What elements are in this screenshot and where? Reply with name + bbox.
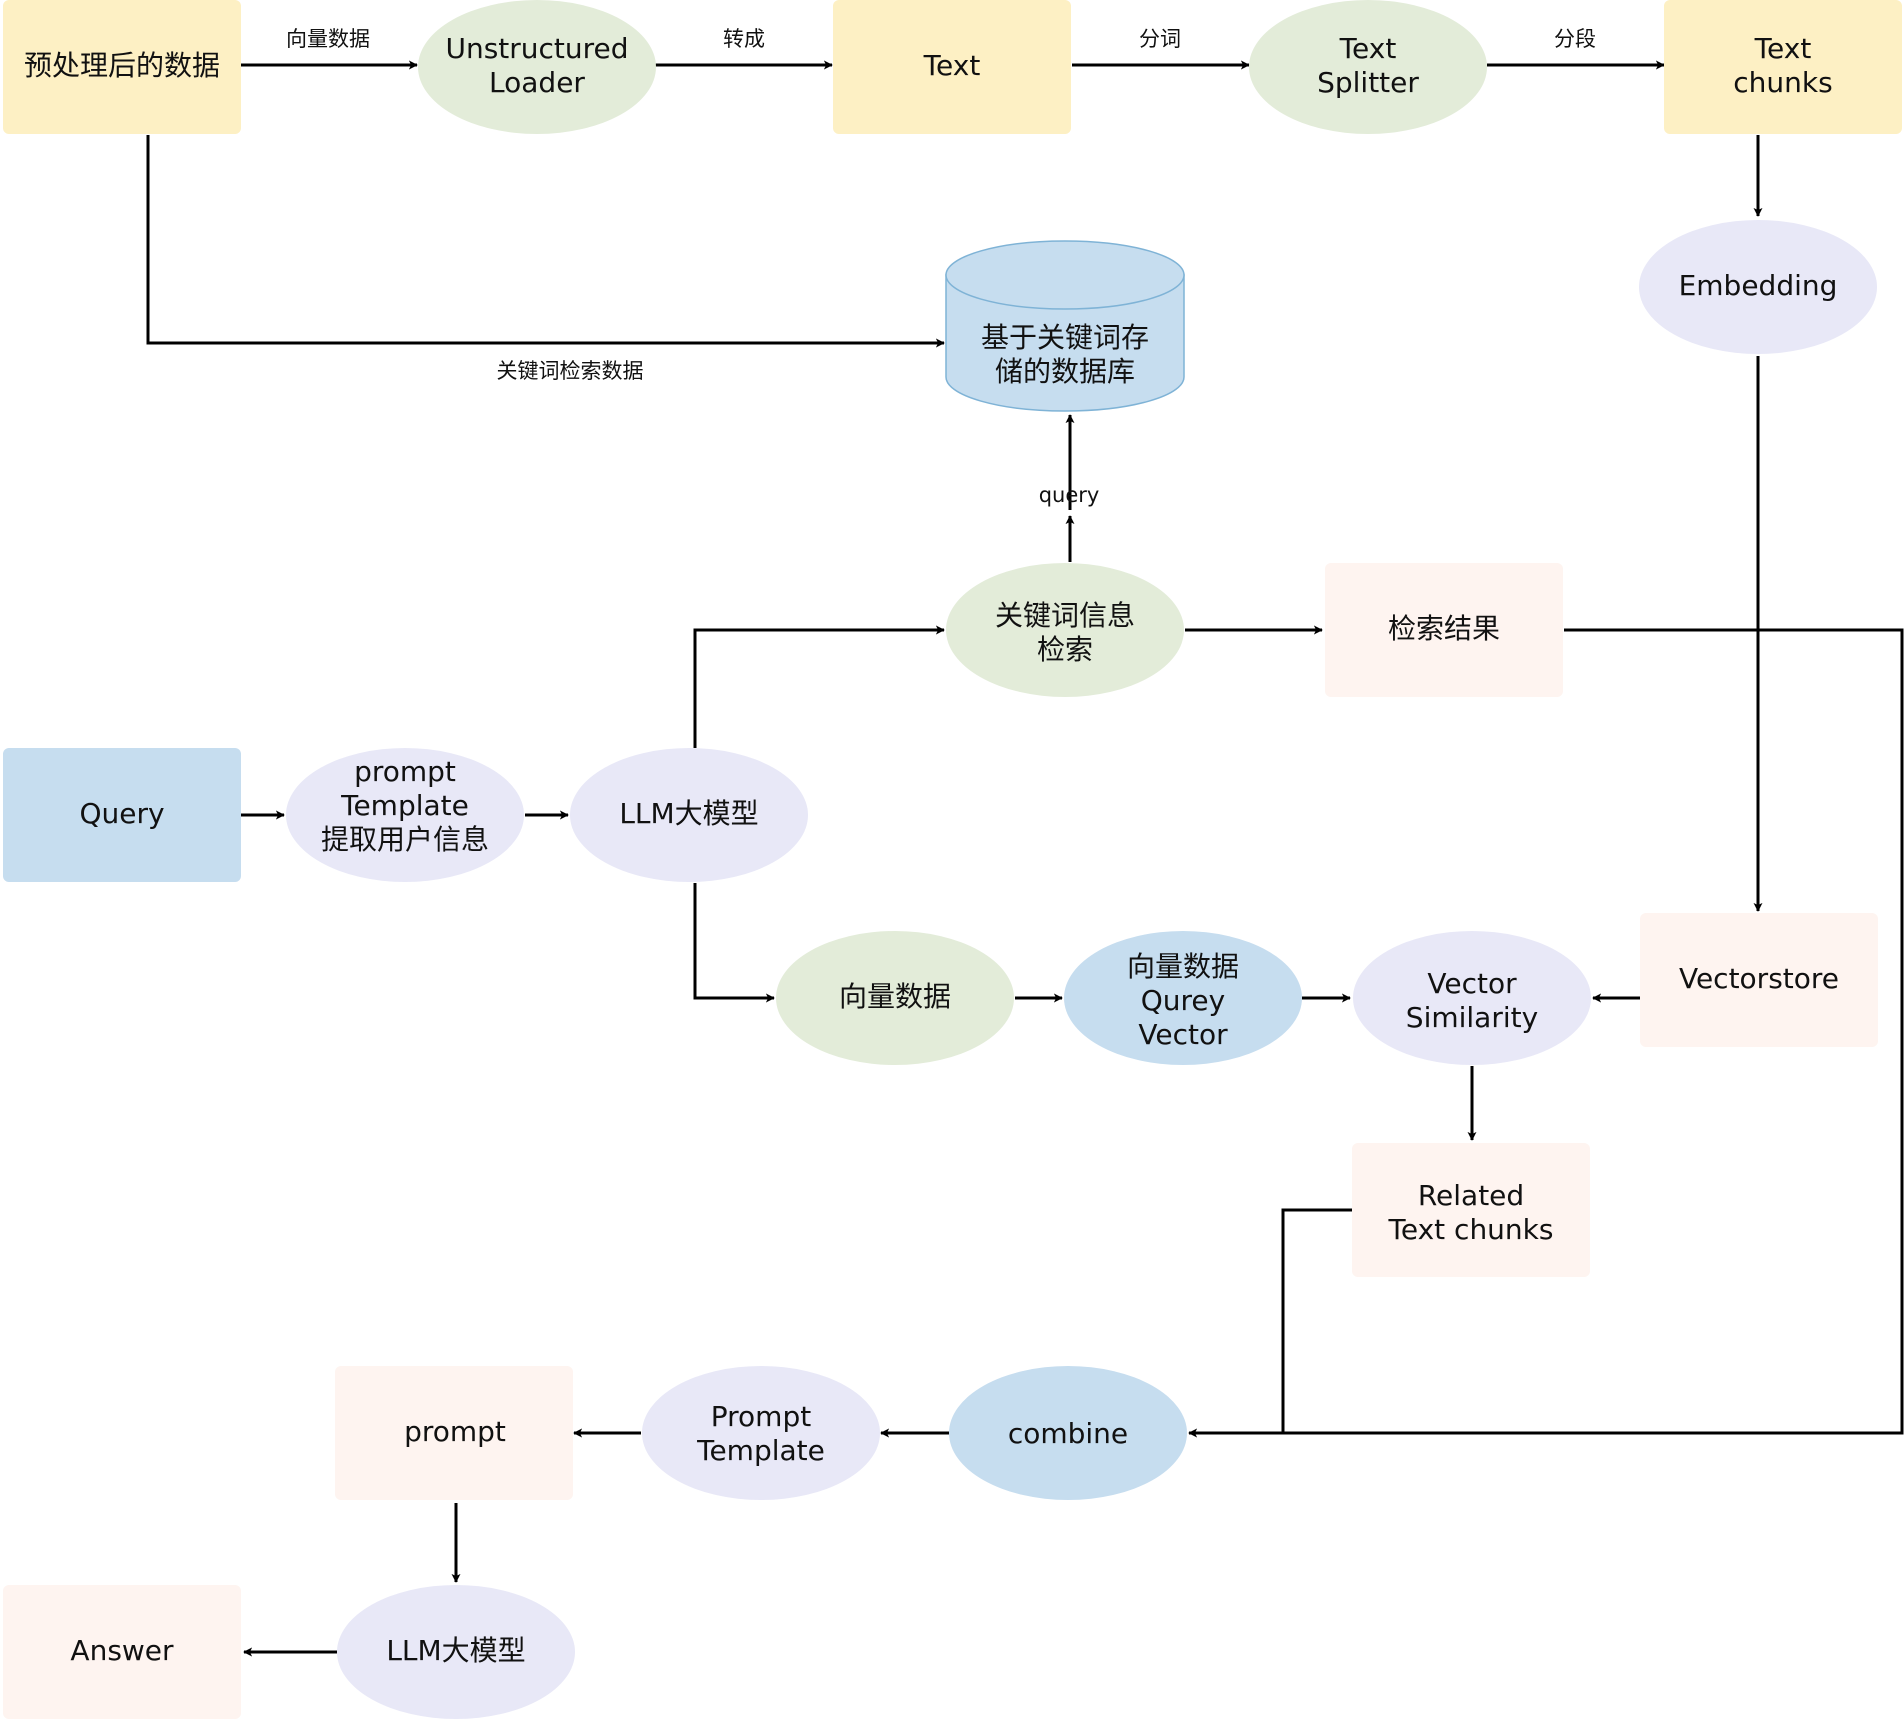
prompt-template-extract-label-line: Template <box>340 789 469 822</box>
edge-result-to-combine <box>1188 628 1904 1438</box>
prompt-label: prompt <box>404 1415 506 1448</box>
llm-label-2: LLM大模型 <box>386 1634 525 1667</box>
text-box <box>833 0 1071 134</box>
edge-preprocessed-to-keyword-db <box>146 135 945 348</box>
text-label: Text <box>923 49 981 82</box>
text-splitter-ellipse <box>1249 0 1487 134</box>
prompt-template-ellipse <box>642 1366 880 1500</box>
query-box <box>3 748 241 882</box>
embedding-label: Embedding <box>1679 269 1838 302</box>
query-vector-label-line: Vector <box>1138 1018 1228 1051</box>
combine-label: combine <box>1008 1417 1128 1450</box>
combine-label-line: combine <box>1008 1417 1128 1450</box>
vector-data-ellipse <box>776 931 1014 1065</box>
text-chunks-label-line: chunks <box>1733 66 1832 99</box>
query-vector-label-line: Qurey <box>1141 984 1225 1017</box>
llm-label-2-line: LLM大模型 <box>386 1634 525 1667</box>
preprocessed-data-label: 预处理后的数据 <box>24 49 220 82</box>
embedding-ellipse <box>1639 220 1877 354</box>
unstructured-loader-label-line: Loader <box>489 66 585 99</box>
vectorstore-label: Vectorstore <box>1679 962 1839 995</box>
keyword-search-label-line: 关键词信息 <box>995 599 1135 632</box>
query-label: Query <box>79 797 164 830</box>
search-result-box <box>1325 563 1563 697</box>
combine-ellipse <box>949 1366 1187 1500</box>
answer-box <box>3 1585 241 1719</box>
edge-label-keyword-data: 关键词检索数据 <box>497 359 644 383</box>
preprocessed-data-box <box>3 0 241 134</box>
llm-label-1-line: LLM大模型 <box>619 797 758 830</box>
vector-data-label-line: 向量数据 <box>839 980 951 1013</box>
text-splitter-label-line: Splitter <box>1317 66 1419 99</box>
vector-similarity-ellipse <box>1353 931 1591 1065</box>
keyword-database-cylinder <box>945 240 1185 412</box>
text-chunks-box <box>1664 0 1902 134</box>
related-chunks-label-line: Related <box>1418 1179 1524 1212</box>
query-vector-ellipse <box>1064 931 1302 1065</box>
llm-ellipse-1 <box>570 748 808 882</box>
edge-label-segment: 分段 <box>1554 27 1596 51</box>
prompt-box <box>335 1366 573 1500</box>
search-result-label-line: 检索结果 <box>1388 612 1500 645</box>
prompt-template-extract-ellipse <box>286 748 524 882</box>
related-chunks-label-line: Text chunks <box>1388 1213 1554 1246</box>
text-splitter-label-line: Text <box>1339 32 1397 65</box>
answer-label-line: Answer <box>70 1634 174 1667</box>
prompt-template-label-line: Template <box>696 1434 825 1467</box>
vector-data-label: 向量数据 <box>839 980 951 1013</box>
edge-label-query: query <box>1039 483 1100 507</box>
keyword-search-ellipse <box>946 563 1184 697</box>
edge-related-chunks-to-combine <box>1281 1208 1352 1433</box>
text-chunks-label-line: Text <box>1754 32 1812 65</box>
keyword-search-label: 关键词信息检索 <box>995 599 1135 666</box>
edge-label-convert: 转成 <box>723 27 765 51</box>
embedding-label-line: Embedding <box>1679 269 1838 302</box>
query-vector-label-line: 向量数据 <box>1127 950 1239 983</box>
related-chunks-box <box>1352 1143 1590 1277</box>
edge-label-tokenize: 分词 <box>1139 27 1181 51</box>
llm-ellipse-2 <box>337 1585 575 1719</box>
llm-label-1: LLM大模型 <box>619 797 758 830</box>
prompt-template-extract-label-line: prompt <box>354 755 456 788</box>
prompt-template-extract-label-line: 提取用户信息 <box>321 823 489 856</box>
prompt-template-label-line: Prompt <box>711 1400 811 1433</box>
answer-label: Answer <box>70 1634 174 1667</box>
vectorstore-label-line: Vectorstore <box>1679 962 1839 995</box>
unstructured-loader-label-line: Unstructured <box>445 32 628 65</box>
prompt-label-line: prompt <box>404 1415 506 1448</box>
vector-similarity-label-line: Similarity <box>1406 1001 1538 1034</box>
text-label-line: Text <box>923 49 981 82</box>
nodes <box>3 0 1902 1719</box>
edge-label-vector-data: 向量数据 <box>286 27 370 51</box>
keyword-database-label-line: 基于关键词存 <box>981 321 1149 354</box>
edge-labels: 向量数据 转成 分词 分段 关键词检索数据 query <box>286 27 1596 507</box>
keyword-search-label-line: 检索 <box>1037 633 1093 666</box>
unstructured-loader-ellipse <box>418 0 656 134</box>
query-label-line: Query <box>79 797 164 830</box>
keyword-database-label: 基于关键词存储的数据库 <box>981 321 1149 388</box>
preprocessed-data-label-line: 预处理后的数据 <box>24 49 220 82</box>
edges <box>146 60 1904 1657</box>
keyword-database-label-line: 储的数据库 <box>995 355 1135 388</box>
vectorstore-box <box>1640 913 1878 1047</box>
edge-llm-to-keyword-search <box>693 625 945 748</box>
vector-similarity-label-line: Vector <box>1427 967 1517 1000</box>
search-result-label: 检索结果 <box>1388 612 1500 645</box>
edge-llm-to-vector-data <box>693 883 775 1003</box>
